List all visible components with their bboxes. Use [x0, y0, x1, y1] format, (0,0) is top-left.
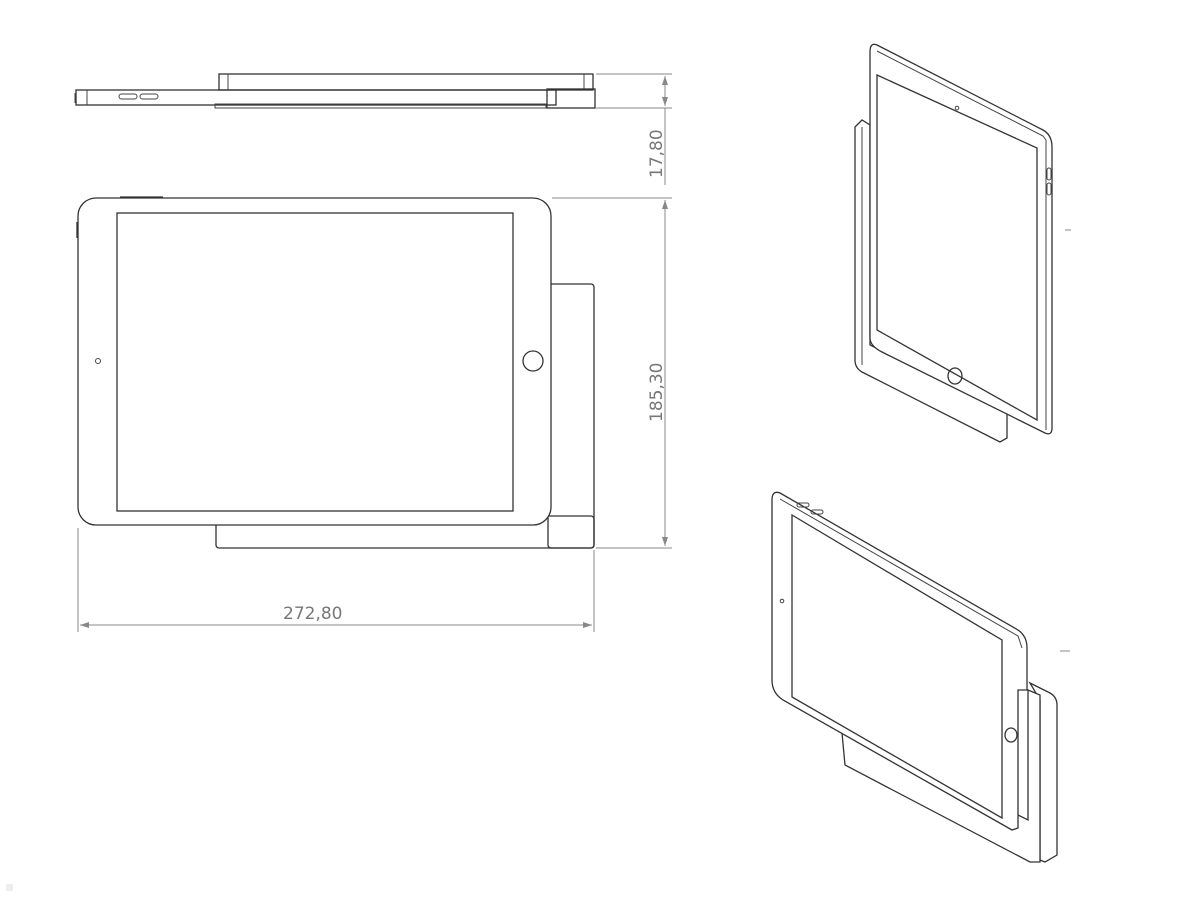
- corner-marker: [6, 884, 13, 891]
- camera-icon: [779, 598, 785, 604]
- dimension-thickness: 17,80: [596, 73, 672, 185]
- camera-icon: [954, 105, 960, 111]
- dimension-width: 272,80: [77, 528, 595, 632]
- volume-button-icon: [139, 93, 159, 100]
- home-button-icon: [947, 367, 963, 385]
- isometric-portrait-view: [854, 43, 1071, 443]
- thickness-label: 17,80: [647, 129, 667, 178]
- home-button-icon: [1004, 727, 1018, 743]
- height-label: 185,30: [647, 363, 667, 422]
- top-view: [74, 73, 596, 109]
- home-button-icon: [522, 350, 544, 372]
- isometric-landscape-view: [771, 491, 1070, 863]
- width-label: 272,80: [283, 604, 342, 624]
- volume-button-icon: [118, 93, 138, 100]
- dimension-height: 185,30: [552, 197, 672, 549]
- camera-icon: [95, 358, 101, 364]
- front-view: [76, 196, 595, 549]
